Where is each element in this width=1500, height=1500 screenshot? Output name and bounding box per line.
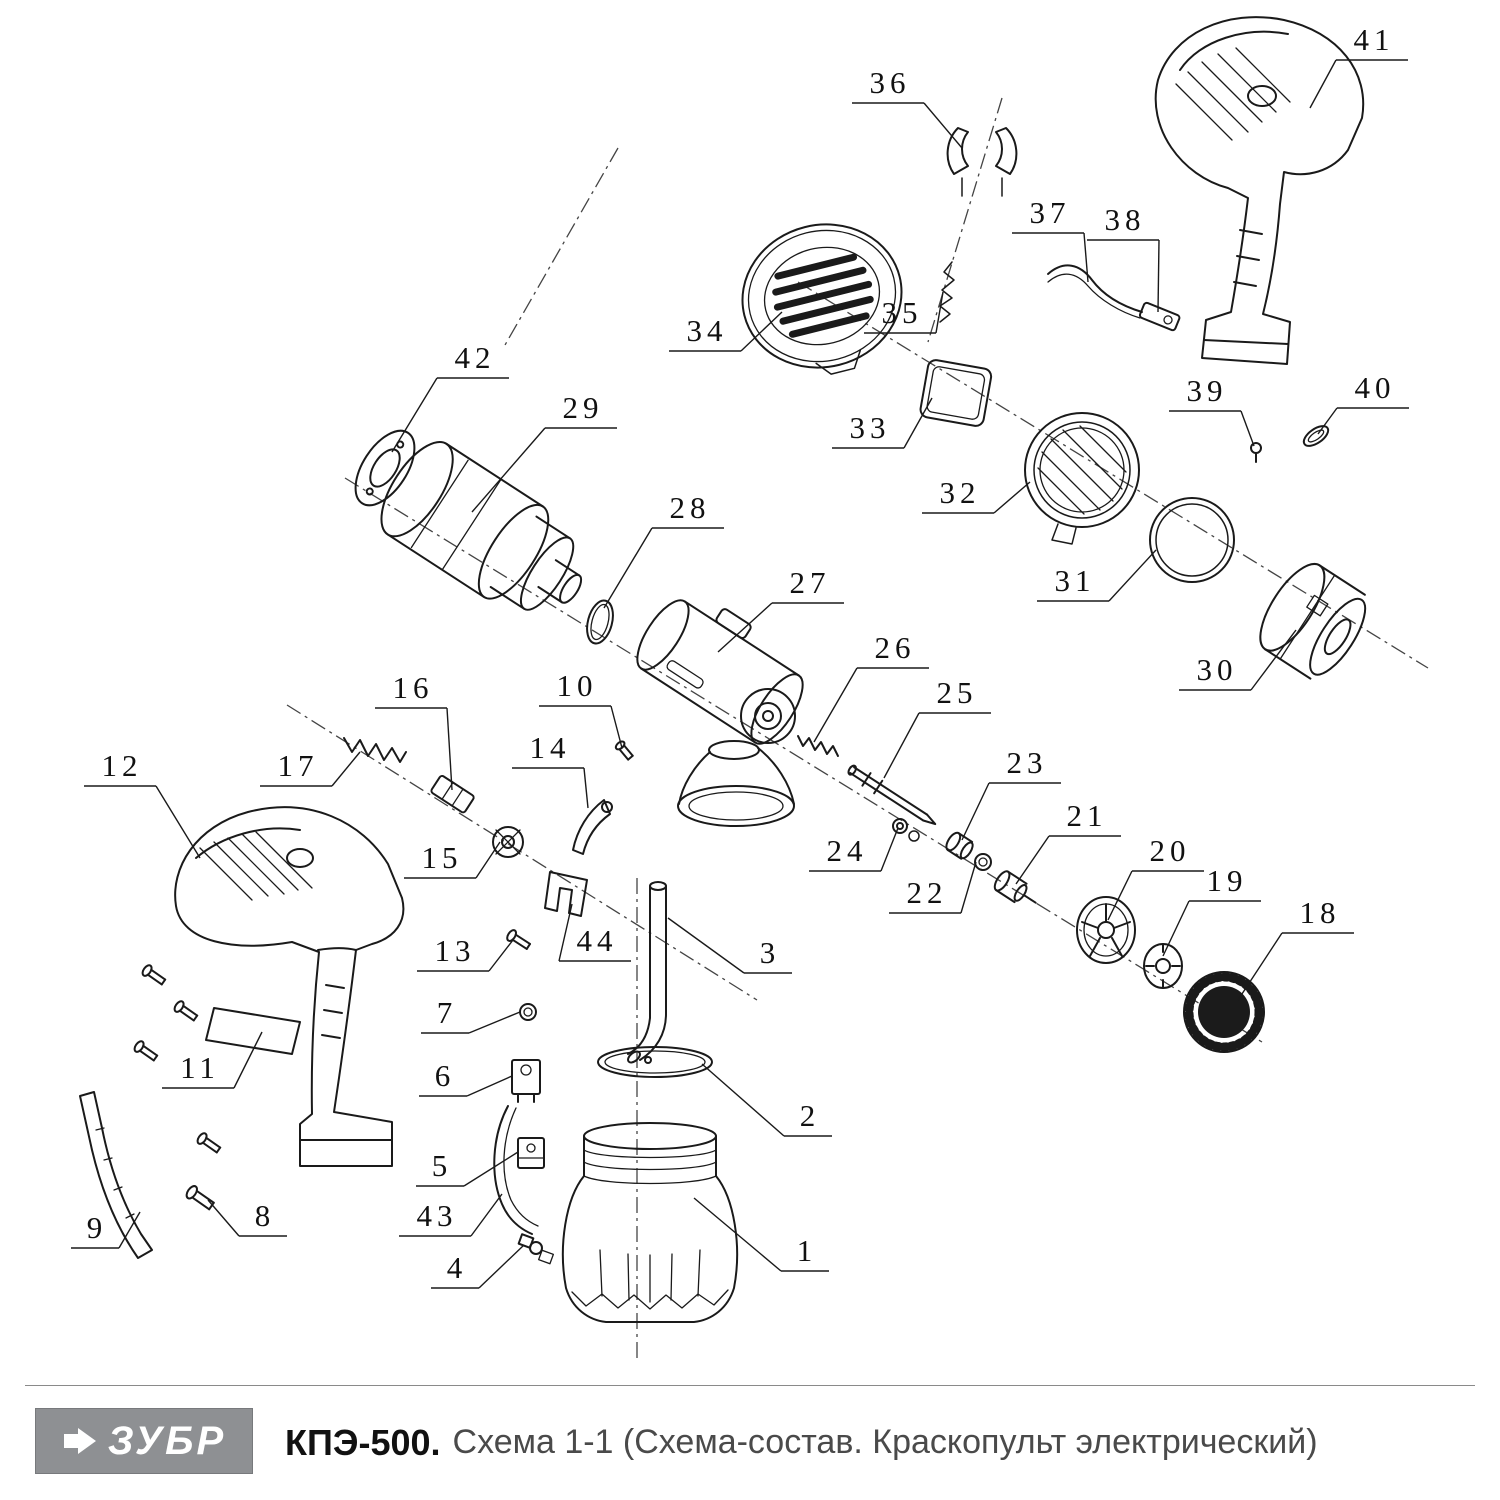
part-label-15: 15 bbox=[421, 840, 463, 876]
part-label-34: 34 bbox=[686, 313, 728, 349]
brand-logo: ЗУБР bbox=[35, 1408, 253, 1474]
part-label-29: 29 bbox=[562, 390, 604, 426]
part-label-35: 35 bbox=[881, 295, 923, 331]
part-label-5: 5 bbox=[431, 1148, 453, 1184]
part-label-4: 4 bbox=[446, 1250, 468, 1286]
part-label-9: 9 bbox=[86, 1210, 108, 1246]
part-label-16: 16 bbox=[392, 670, 434, 706]
part-label-18: 18 bbox=[1299, 895, 1341, 931]
model-code: КПЭ-500. bbox=[285, 1421, 441, 1463]
part-label-13: 13 bbox=[434, 933, 476, 969]
diagram-title: КПЭ-500. Схема 1-1 (Схема-состав. Краско… bbox=[285, 1385, 1318, 1500]
part-label-26: 26 bbox=[874, 630, 916, 666]
part-label-24: 24 bbox=[826, 833, 868, 869]
part-label-31: 31 bbox=[1054, 563, 1096, 599]
part-label-10: 10 bbox=[556, 668, 598, 704]
part-label-37: 37 bbox=[1029, 195, 1071, 231]
part-label-33: 33 bbox=[849, 410, 891, 446]
part-label-32: 32 bbox=[939, 475, 981, 511]
part-label-21: 21 bbox=[1066, 798, 1108, 834]
part-label-36: 36 bbox=[869, 65, 911, 101]
part-label-17: 17 bbox=[277, 748, 319, 784]
part-label-22: 22 bbox=[906, 875, 948, 911]
part-label-20: 20 bbox=[1149, 833, 1191, 869]
part-label-1: 1 bbox=[796, 1233, 818, 1269]
part-label-40: 40 bbox=[1354, 370, 1396, 406]
brand-arrow-icon bbox=[63, 1428, 96, 1454]
part-label-23: 23 bbox=[1006, 745, 1048, 781]
part-label-2: 2 bbox=[799, 1098, 821, 1134]
part-label-19: 19 bbox=[1206, 863, 1248, 899]
footer: ЗУБР КПЭ-500. Схема 1-1 (Схема-состав. К… bbox=[0, 1385, 1500, 1500]
part-label-12: 12 bbox=[101, 748, 143, 784]
part-label-28: 28 bbox=[669, 490, 711, 526]
part-label-6: 6 bbox=[434, 1058, 456, 1094]
brand-name: ЗУБР bbox=[107, 1419, 227, 1463]
part-label-27: 27 bbox=[789, 565, 831, 601]
part-label-43: 43 bbox=[416, 1198, 458, 1234]
part-label-14: 14 bbox=[529, 730, 571, 766]
part-label-11: 11 bbox=[180, 1050, 220, 1086]
part-label-30: 30 bbox=[1196, 652, 1238, 688]
part-label-44: 44 bbox=[576, 923, 618, 959]
part-label-25: 25 bbox=[936, 675, 978, 711]
part-label-38: 38 bbox=[1104, 202, 1146, 238]
part-label-42: 42 bbox=[454, 340, 496, 376]
part-label-39: 39 bbox=[1186, 373, 1228, 409]
part-label-3: 3 bbox=[759, 935, 781, 971]
part-label-41: 41 bbox=[1353, 22, 1395, 58]
part-label-7: 7 bbox=[436, 995, 458, 1031]
part-label-8: 8 bbox=[254, 1198, 276, 1234]
scheme-subtitle: Схема 1-1 (Схема-состав. Краскопульт эле… bbox=[452, 1423, 1318, 1461]
footer-divider bbox=[25, 1385, 1475, 1386]
